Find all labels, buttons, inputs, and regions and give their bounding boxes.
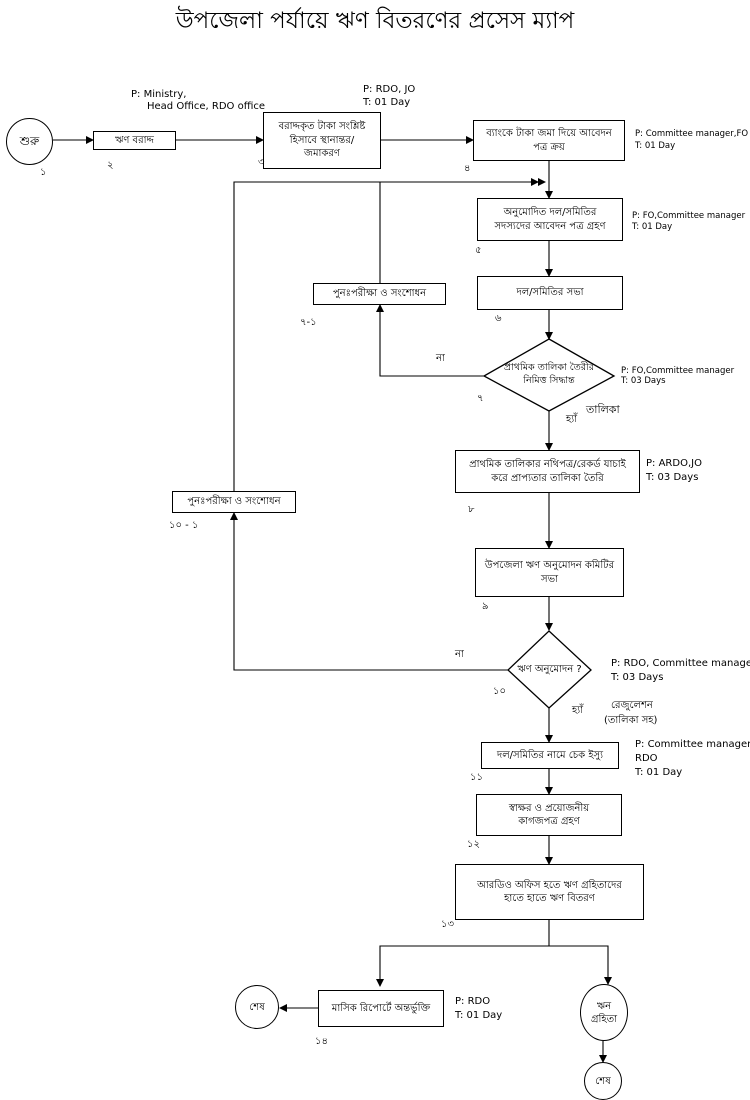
step-number-10: ১০ [493,686,506,697]
arrow-n13-branch [376,920,550,987]
step-number-4: ৪ [464,163,471,174]
step-number-3: ৩ [258,157,265,168]
pt-note-n4-p: P: Committee manager,FO [635,129,749,139]
pt-note-n3-p: P: RDO, JO [363,84,416,95]
step-number-7: ৭ [477,393,484,404]
step-number-2: ২ [107,160,114,171]
step-issue-cheque: দল/সমিতির নামে চেক ইস্যু [481,742,619,769]
pt-note-n2-p: P: Ministry, [131,89,187,100]
pt-note-n10-t: T: 03 Days [611,672,664,683]
step-number-14: ১৪ [315,1036,328,1047]
edge-label-yes-7: হ্যাঁ [566,414,578,425]
step-receive-applications: অনুমোদিত দল/সমিতির সদস্যদের আবেদন পত্র গ… [477,198,623,241]
pt-note-n4-t: T: 01 Day [635,141,676,151]
step-number-12: ১২ [467,839,480,850]
page-title: উপজেলা পর্যায়ে ঋণ বিতরণের প্রসেস ম্যাপ [175,8,575,34]
pt-note-n11-p: P: Committee manager, [635,739,750,750]
step-group-meeting: দল/সমিতির সভা [477,276,623,310]
step-fund-transfer: বরাদ্দকৃত টাকা সংশ্লিষ্ট হিসাবে স্থানান্… [263,112,381,169]
edge-label-resolution-2: (তালিকা সহ) [604,715,658,726]
edge-label-list-7: তালিকা [586,403,620,416]
step-number-7-1: ৭-১ [300,317,317,328]
edge-label-resolution-1: রেজুলেশন [611,700,653,711]
pt-note-n7-t: T: 03 Days [621,376,666,386]
step-loan-allocation: ঋণ বরাদ্দ [93,131,176,150]
step-collect-signatures: স্বাক্ষর ও প্রয়োজনীয় কাগজপত্র গ্রহণ [476,794,622,836]
arrow-n10-1-loop [233,178,546,491]
step-monthly-report: মাসিক রিপোর্টে অন্তর্ভুক্তি [318,990,444,1027]
step-number-1: ১ [40,167,47,178]
start-node: শুরু [6,118,53,165]
pt-note-n8-t: T: 03 Days [646,472,699,483]
pt-note-n8-p: P: ARDO,JO [646,458,702,469]
step-number-9: ৯ [482,601,489,612]
edge-label-yes-10: হ্যাঁ [572,705,584,716]
step-number-11: ১১ [470,772,483,783]
borrower-node: ঋন গ্রহিতা [580,984,628,1041]
step-buy-application: ব্যাংকে টাকা জমা দিয়ে আবেদন পত্র ক্রয় [473,120,625,161]
step-number-13: ১৩ [441,919,454,930]
pt-note-n7-p: P: FO,Committee manager [621,366,735,376]
pt-note-n11-p2: RDO [635,753,658,764]
step-upazila-committee-meeting: উপজেলা ঋণ অনুমোদন কমিটির সভা [475,548,624,597]
edge-label-no-10: না [455,649,464,660]
step-number-6: ৬ [495,313,502,324]
end-node-2: শেষ [584,1062,622,1100]
pt-note-n5-p: P: FO,Committee manager [632,211,746,221]
end-node-1: শেষ [235,985,279,1029]
decision-prelim-list: প্রাথমিক তালিকা তৈরীর নিমিত্ত সিদ্ধান্ত [504,362,594,386]
step-number-8: ৮ [468,504,475,515]
pt-note-n10-p: P: RDO, Committee manager, [611,658,750,669]
step-recheck-10-1: পুনঃপরীক্ষা ও সংশোধন [172,491,296,513]
decision-10-shape [507,630,592,709]
pt-note-n3-t: T: 01 Day [363,97,411,108]
step-number-5: ৫ [475,245,482,256]
pt-note-n14-p: P: RDO [455,996,491,1007]
arrow-n7-no-to-n7-1 [376,304,484,377]
step-hand-over-loans: আরডিও অফিস হতে ঋণ গ্রহিতাদের হাতে হাতে ঋ… [455,864,644,920]
decision-7-shape [482,338,616,412]
arrow-n10-no-to-n10-1 [230,512,508,671]
arrow-n13-to-borrower [549,945,612,985]
step-verify-records: প্রাথমিক তালিকার নথিপত্র/রেকর্ড যাচাই কর… [455,450,640,493]
step-number-10-1: ১০ - ১ [169,520,199,531]
decision-loan-approval: ঋণ অনুমোদন ? [517,664,582,676]
pt-note-n5-t: T: 01 Day [632,222,673,232]
edge-label-no-7: না [436,353,445,364]
step-recheck-7-1: পুনঃপরীক্ষা ও সংশোধন [313,283,446,305]
pt-note-n14-t: T: 01 Day [455,1010,503,1021]
pt-note-n2-p2: Head Office, RDO office [147,101,266,112]
pt-note-n11-t: T: 01 Day [635,767,683,778]
